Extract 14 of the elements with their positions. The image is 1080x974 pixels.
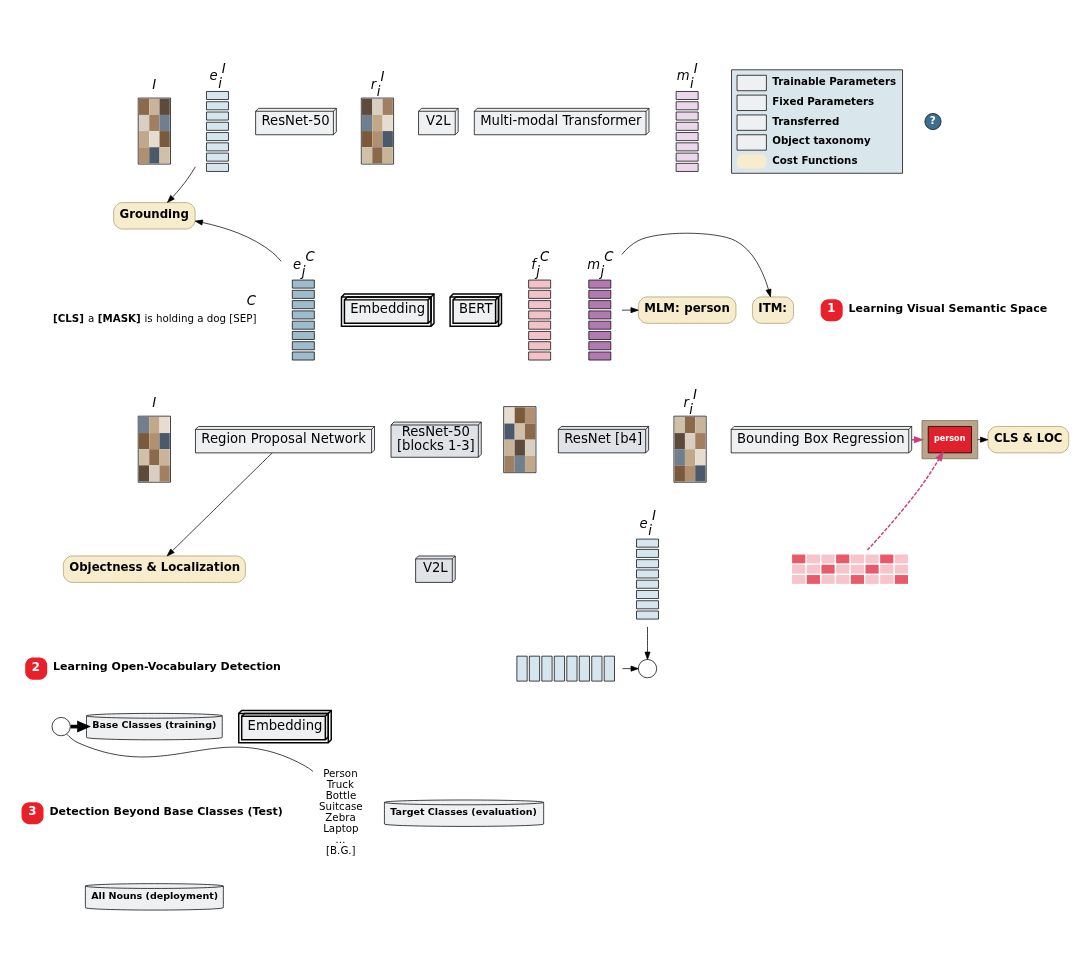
node-label: I <box>152 76 157 92</box>
legend-label: Cost Functions <box>772 153 858 166</box>
node-label: I <box>152 394 157 410</box>
node-label: Detection Beyond Base Classes (Test) <box>49 805 283 819</box>
node-text: [CLS] a [MASK] is holding a dog [SEP] <box>53 312 257 325</box>
legend-label: Object taxonomy <box>772 134 871 147</box>
legend-label: Fixed Parameters <box>772 94 875 107</box>
label: ? <box>929 113 936 126</box>
node-text: Person Truck Bottle Suitcase Zebra Laptop … [B.G.] <box>319 767 363 857</box>
node-label: C <box>246 293 257 309</box>
legend-label: Transferred <box>772 114 840 127</box>
node-label: Learning Open-Vocabulary Detection <box>53 660 281 674</box>
legend-label: Trainable Parameters <box>772 75 897 87</box>
node-label: Learning Visual Semantic Space <box>848 301 1048 315</box>
